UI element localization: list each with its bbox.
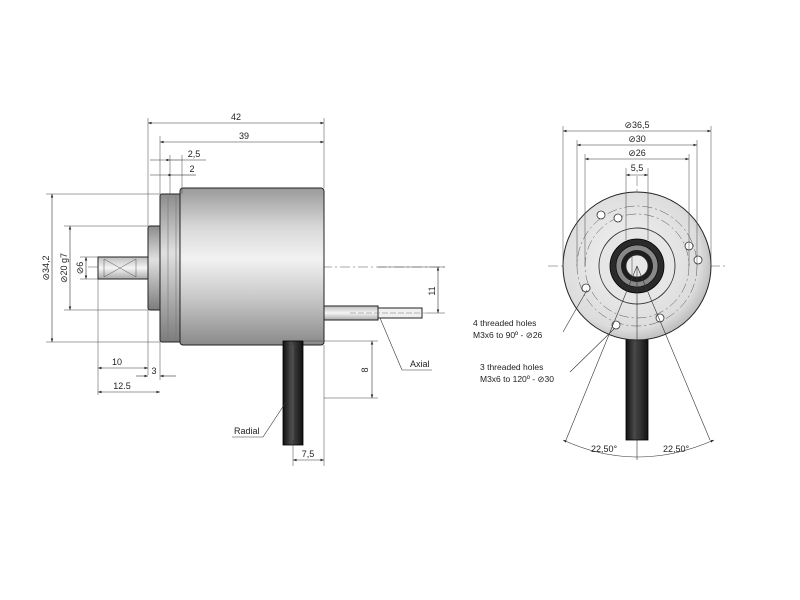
hole — [693, 255, 703, 265]
dim-2: 2 — [189, 164, 194, 174]
note-3-holes-line2: M3x6 to 120º - ⊘30 — [480, 374, 554, 384]
dim-5-5: 5,5 — [631, 163, 644, 173]
shaft-flat-mark — [103, 258, 137, 278]
dim-angle-left: 22,50° — [591, 444, 618, 454]
encoder-body — [179, 187, 325, 346]
dim-7-5: 7,5 — [302, 449, 315, 459]
label-axial: Axial — [410, 359, 430, 369]
hole — [581, 283, 591, 293]
note-4-holes-line2: M3x6 to 90º - ⊘26 — [473, 330, 543, 340]
note-3-holes-line1: 3 threaded holes — [480, 362, 543, 372]
dim-angle-right: 22,50° — [663, 444, 690, 454]
flange — [159, 193, 183, 343]
dim-12-5: 12.5 — [113, 381, 131, 391]
dim-dia-20: ⊘20 g7 — [59, 253, 69, 283]
label-radial: Radial — [234, 426, 260, 436]
dim-dia-34-2: ⊘34,2 — [41, 255, 51, 280]
side-view: 42 39 2,5 2 ⊘34,2 ⊘20 g7 ⊘6 — [41, 112, 445, 466]
dim-10: 10 — [112, 357, 122, 367]
dim-dia-36-5: ⊘36,5 — [624, 120, 649, 130]
note-4-holes-line1: 4 threaded holes — [473, 318, 536, 328]
dim-42: 42 — [231, 112, 241, 122]
hole — [613, 213, 623, 223]
dim-3: 3 — [151, 366, 156, 376]
hole — [596, 210, 606, 220]
dim-2-5: 2,5 — [188, 149, 201, 159]
dim-39: 39 — [239, 131, 249, 141]
dim-8: 8 — [360, 367, 370, 372]
dim-dia-30: ⊘30 — [628, 134, 646, 144]
dim-11: 11 — [427, 286, 437, 295]
dim-dia-26: ⊘26 — [628, 148, 646, 158]
dim-dia-6: ⊘6 — [75, 262, 85, 275]
front-view: ⊘36,5 ⊘30 ⊘26 5,5 4 threaded holes M3x6 … — [473, 120, 726, 460]
